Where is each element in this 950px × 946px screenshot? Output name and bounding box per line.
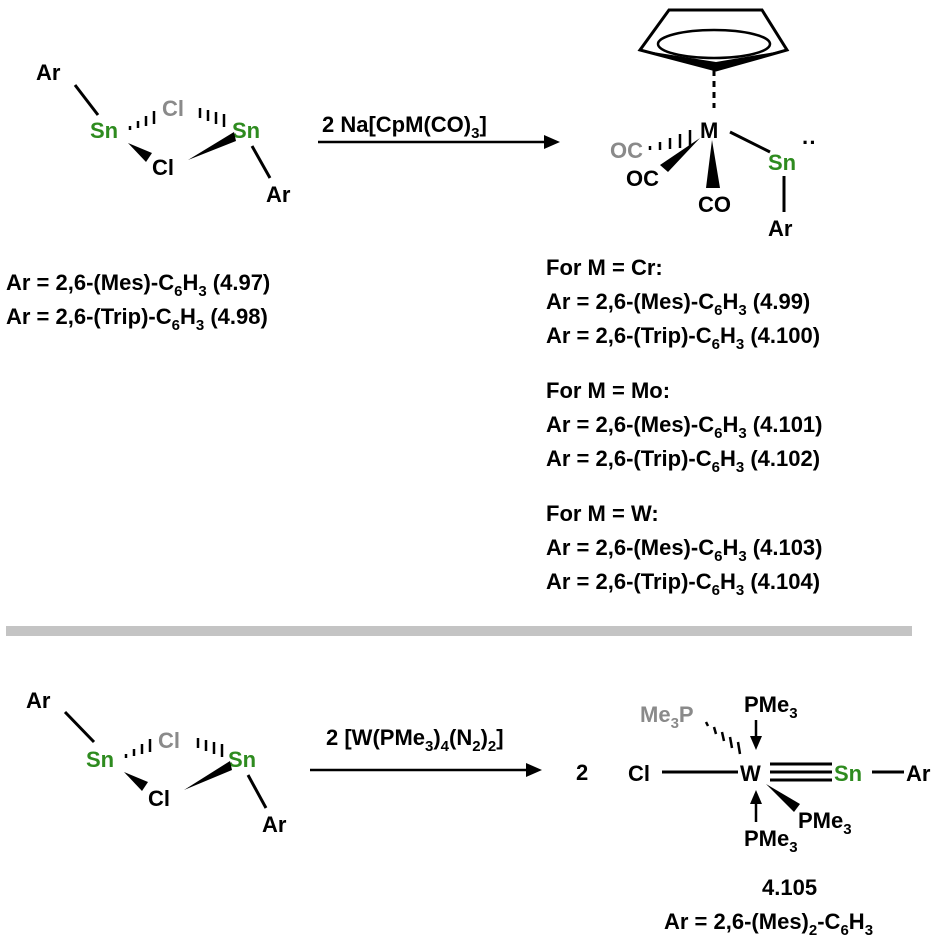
wedge-bond-sn-cl xyxy=(124,772,148,791)
product-tin: Sn xyxy=(834,761,862,786)
product-label: Ar = 2,6-(Mes)-C6H3 (4.99) xyxy=(546,289,810,319)
chloride: Cl xyxy=(628,761,650,786)
wedge-bond-sn-cl xyxy=(128,143,152,162)
bottom-reactant-cl-back: Cl xyxy=(158,728,180,753)
bottom-reactant-sn-2: Sn xyxy=(228,747,256,772)
bottom-reactant-sn-1: Sn xyxy=(86,747,114,772)
product-label: Ar = 2,6-(Mes)-C6H3 (4.101) xyxy=(546,412,823,442)
top-reactant-cl-back: Cl xyxy=(162,96,184,121)
me3p-ligand: Me3P xyxy=(640,702,694,732)
bottom-reagent: 2 [W(PMe3)4(N2)2] xyxy=(326,725,504,755)
hashed-bond-sn-cl xyxy=(124,739,152,758)
wedge-bond-m-oc xyxy=(660,138,700,172)
wedge-bond-m-co xyxy=(706,140,720,188)
reactant-label: Ar = 2,6-(Trip)-C6H3 (4.98) xyxy=(6,304,268,334)
top-reactant-sn-1: Sn xyxy=(90,118,118,143)
sn-lone-pair: ·· xyxy=(802,130,817,155)
top-reactant-ar-1: Ar xyxy=(36,60,61,85)
bottom-reactant: Ar Sn Cl Sn Cl Ar xyxy=(26,688,287,837)
top-reactant-sn-2: Sn xyxy=(232,118,260,143)
pme3-bottom: PMe3 xyxy=(744,826,798,856)
hashed-bond-w-p xyxy=(704,721,742,755)
group-header: For M = W: xyxy=(546,501,659,526)
bottom-reaction-arrow: 2 [W(PMe3)4(N2)2] xyxy=(310,725,542,777)
pme3-top: PMe3 xyxy=(744,692,798,722)
pme3-right: PMe3 xyxy=(798,808,852,838)
wedge-bond-w-p xyxy=(766,784,800,812)
product-co: CO xyxy=(698,192,731,217)
top-product: M OC OC CO Sn ·· Ar xyxy=(610,8,817,241)
product-oc: OC xyxy=(626,166,659,191)
bond-sn-ar xyxy=(246,774,268,809)
product-metal: M xyxy=(700,118,718,143)
triple-bond-w-sn xyxy=(770,762,832,782)
compound-number: 4.105 xyxy=(762,875,817,900)
group-header: For M = Mo: xyxy=(546,378,670,403)
section-divider xyxy=(6,626,912,636)
top-reactant-labels: Ar = 2,6-(Mes)-C6H3 (4.97) Ar = 2,6-(Tri… xyxy=(6,270,270,334)
product-sn: Sn xyxy=(768,150,796,175)
hashed-bond-cl-sn xyxy=(196,738,224,757)
cyclopentadienyl-ring xyxy=(637,8,790,72)
product-aryl: Ar xyxy=(906,761,931,786)
ar-definition: Ar = 2,6-(Mes)2-C6H3 xyxy=(664,909,873,939)
bottom-product: 2 Me3P PMe3 Cl W Sn Ar PMe3 xyxy=(576,692,931,939)
bottom-reactant-ar-1: Ar xyxy=(26,688,51,713)
group-header: For M = Cr: xyxy=(546,255,663,280)
product-label: Ar = 2,6-(Mes)-C6H3 (4.103) xyxy=(546,535,823,565)
bottom-reactant-ar-2: Ar xyxy=(262,812,287,837)
product-oc-grey: OC xyxy=(610,138,643,163)
top-reactant-ar-2: Ar xyxy=(266,182,291,207)
bond-ar-sn xyxy=(63,710,96,744)
product-label: Ar = 2,6-(Trip)-C6H3 (4.104) xyxy=(546,569,820,599)
top-reaction-arrow: 2 Na[CpM(CO)3] xyxy=(318,112,560,149)
reactant-label: Ar = 2,6-(Mes)-C6H3 (4.97) xyxy=(6,270,270,300)
wedge-bond-cl-sn xyxy=(184,761,232,790)
product-label: Ar = 2,6-(Trip)-C6H3 (4.102) xyxy=(546,446,820,476)
bond-sn-ar xyxy=(250,145,272,179)
bond-m-sn xyxy=(729,130,771,154)
bottom-reactant-cl-front: Cl xyxy=(148,786,170,811)
product-label: Ar = 2,6-(Trip)-C6H3 (4.100) xyxy=(546,323,820,353)
top-reactant: Ar Sn Cl Sn Cl Ar xyxy=(36,60,291,207)
product-ar: Ar xyxy=(768,216,793,241)
hashed-bond-m-co xyxy=(648,130,692,150)
stoichiometric-coefficient: 2 xyxy=(576,760,588,785)
hashed-bond-cl-sn xyxy=(198,108,226,127)
bond-ar-sn xyxy=(73,84,100,116)
top-reactant-cl-front: Cl xyxy=(152,155,174,180)
product-groups: For M = Cr: Ar = 2,6-(Mes)-C6H3 (4.99) A… xyxy=(546,255,823,599)
hashed-bond-sn-cl xyxy=(128,111,156,130)
tungsten: W xyxy=(740,761,761,786)
top-reagent: 2 Na[CpM(CO)3] xyxy=(322,112,487,142)
wedge-bond-cl-sn xyxy=(188,132,236,160)
